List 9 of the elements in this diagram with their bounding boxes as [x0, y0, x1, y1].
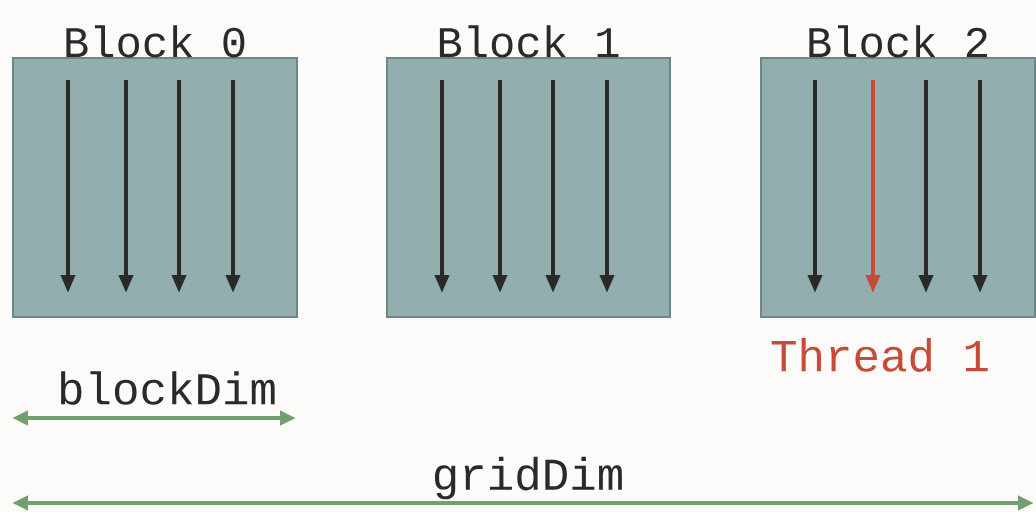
- block-box: Block 2: [760, 25, 1036, 318]
- block-box: Block 1: [386, 25, 671, 318]
- block-box: Block 0: [12, 25, 298, 318]
- dimension-label: blockDim: [61, 371, 275, 405]
- dimension-label: gridDim: [434, 456, 622, 500]
- node-label: Block 1: [439, 25, 619, 58]
- thread-label: Thread 1: [771, 338, 988, 372]
- node-label: Block 0: [66, 25, 245, 58]
- node-label: Block 2: [809, 25, 987, 58]
